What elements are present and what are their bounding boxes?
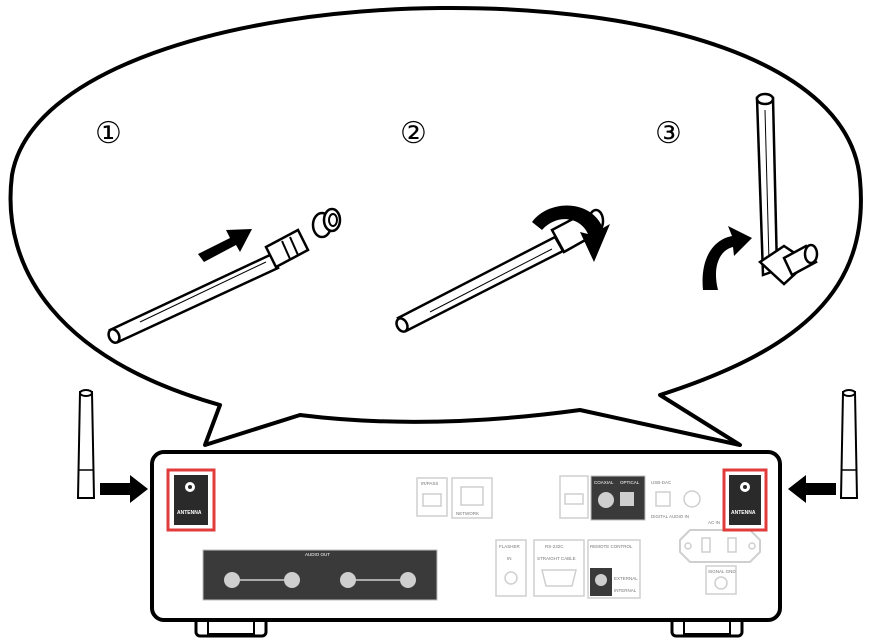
signal-gnd-label: SIGNAL GND: [708, 569, 736, 574]
rotate-arrow-icon: [532, 205, 610, 262]
right-antenna-icon: [839, 389, 859, 499]
step-1-number: ①: [95, 116, 122, 151]
usbdac-label: USB-DAC: [651, 480, 672, 485]
left-antenna-label: ANTENNA: [177, 510, 202, 516]
irpass-label: IR/PASS: [421, 481, 438, 486]
bend-arrow-icon: [702, 226, 752, 290]
left-antenna-icon: [76, 389, 96, 499]
audio-out-label: AUDIO OUT: [305, 552, 330, 557]
push-arrow-icon: [198, 229, 252, 262]
instruction-bubble: [8, 5, 863, 447]
straight-cable-label: STRAIGHT CABLE: [537, 556, 576, 561]
remote-control-label: REMOTE CONTROL: [590, 544, 633, 549]
acin-label: AC IN: [708, 520, 720, 525]
step-1-antenna-icon: [107, 228, 310, 344]
step-3-antenna-icon: [755, 92, 819, 286]
network-label: NETWORK: [456, 511, 479, 516]
rear-panel: IR/PASS NETWORK COAXIAL OPTICAL USB-DAC …: [150, 450, 782, 638]
internal-label: INTERNAL: [614, 588, 637, 593]
optical-label: OPTICAL: [620, 480, 640, 485]
flasher-in-label: IN: [507, 556, 512, 561]
rs232c-label: RS-232C: [545, 544, 564, 549]
step-3-number: ③: [655, 116, 682, 151]
step-2-number: ②: [400, 116, 427, 151]
flasher-label: FLASHER: [499, 544, 521, 549]
right-antenna-terminal: ANTENNA: [722, 468, 768, 532]
connector-icon: [311, 207, 342, 239]
coaxial-label: COAXIAL: [594, 480, 614, 485]
left-antenna-terminal: ANTENNA: [166, 468, 216, 532]
left-push-arrow-icon: [100, 475, 148, 503]
right-antenna-label: ANTENNA: [731, 510, 756, 516]
external-label: EXTERNAL: [614, 576, 638, 581]
right-push-arrow-icon: [788, 475, 836, 503]
digital-in-label: DIGITAL AUDIO IN: [651, 514, 689, 519]
